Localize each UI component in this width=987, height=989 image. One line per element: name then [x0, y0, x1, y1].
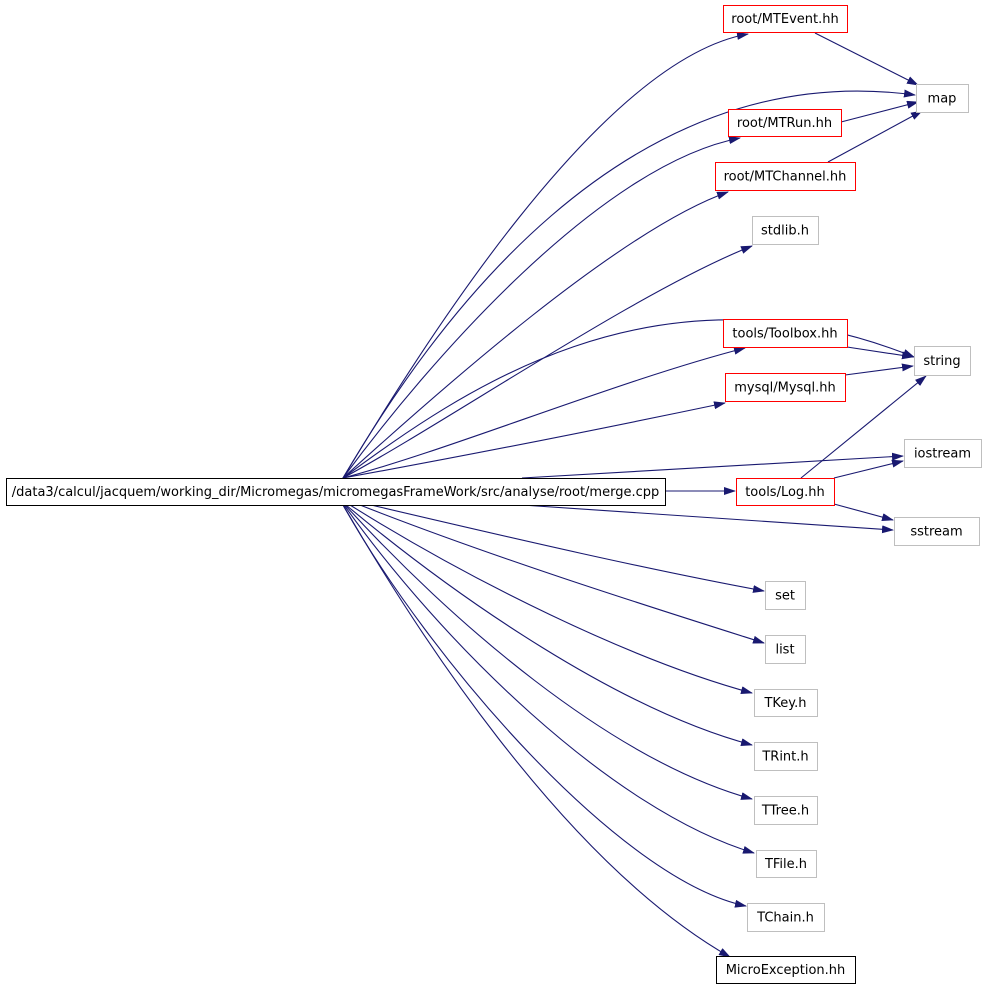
- edge-toolbox-to-string: [846, 346, 914, 360]
- node-microexception[interactable]: MicroException.hh: [716, 956, 856, 984]
- node-iostream[interactable]: iostream: [904, 439, 982, 468]
- node-box-list: [765, 635, 806, 664]
- node-box-log: [736, 478, 835, 506]
- node-label-string: string: [923, 354, 960, 369]
- node-box-tkey: [754, 689, 818, 717]
- node-label-tchain: TChain.h: [756, 911, 814, 926]
- edge-merge-to-mysql: [342, 401, 726, 479]
- node-label-ttree: TTree.h: [761, 804, 809, 819]
- edge-mtchannel-to-map: [827, 110, 923, 163]
- node-tfile[interactable]: TFile.h: [756, 850, 817, 878]
- node-box-mysql: [725, 373, 846, 402]
- node-label-mtrun: root/MTRun.hh: [737, 116, 832, 131]
- edge-merge-to-map: [342, 89, 916, 479]
- node-mtrun[interactable]: root/MTRun.hh: [728, 109, 842, 137]
- node-ttree[interactable]: TTree.h: [754, 796, 818, 825]
- edge-merge-to-ttree: [344, 504, 753, 800]
- node-box-microexception: [716, 956, 856, 984]
- edge-mysql-to-string: [844, 363, 914, 376]
- node-tchain[interactable]: TChain.h: [747, 903, 825, 932]
- edge-log-to-iostream: [833, 459, 904, 479]
- node-label-set: set: [775, 589, 795, 604]
- node-label-map: map: [928, 92, 957, 107]
- edge-log-to-sstream: [833, 503, 894, 521]
- node-tkey[interactable]: TKey.h: [754, 689, 818, 717]
- node-box-tfile: [756, 850, 817, 878]
- node-box-mtchannel: [715, 162, 856, 191]
- edge-merge-to-stdlib: [342, 245, 753, 479]
- node-box-ttree: [754, 796, 818, 825]
- node-label-trint: TRint.h: [761, 750, 808, 765]
- node-label-log: tools/Log.hh: [745, 485, 825, 500]
- node-box-trint: [754, 742, 818, 771]
- node-box-mtevent: [723, 5, 848, 33]
- node-mtchannel[interactable]: root/MTChannel.hh: [715, 162, 856, 191]
- edge-merge-to-sstream: [521, 504, 894, 534]
- node-log[interactable]: tools/Log.hh: [736, 478, 835, 506]
- node-label-tfile: TFile.h: [764, 857, 807, 872]
- node-label-iostream: iostream: [914, 447, 971, 462]
- edge-merge-to-tkey: [349, 504, 753, 694]
- root-file-box: [6, 478, 666, 506]
- node-mtevent[interactable]: root/MTEvent.hh: [723, 5, 848, 33]
- node-box-map: [916, 84, 969, 113]
- edge-merge-to-microexception: [342, 504, 731, 958]
- edge-mtrun-to-map: [840, 100, 919, 123]
- node-map[interactable]: map: [916, 84, 969, 113]
- node-box-toolbox: [723, 319, 848, 348]
- edge-merge-to-tfile: [343, 504, 755, 854]
- node-box-sstream: [894, 517, 980, 546]
- node-box-iostream: [904, 439, 982, 468]
- edge-merge-to-set: [370, 504, 765, 593]
- node-box-string: [914, 346, 971, 376]
- node-label-sstream: sstream: [910, 525, 962, 540]
- root-file-node[interactable]: /data3/calcul/jacquem/working_dir/Microm…: [6, 478, 666, 506]
- edge-log-to-string: [800, 375, 927, 479]
- edge-merge-to-iostream: [521, 452, 904, 479]
- node-mysql[interactable]: mysql/Mysql.hh: [725, 373, 846, 402]
- node-label-microexception: MicroException.hh: [726, 963, 846, 978]
- node-label-tkey: TKey.h: [763, 696, 806, 711]
- node-label-mysql: mysql/Mysql.hh: [734, 381, 836, 396]
- edge-merge-to-tchain: [342, 504, 747, 908]
- node-list[interactable]: list: [765, 635, 806, 664]
- node-box-set: [765, 581, 806, 610]
- edge-merge-to-toolbox: [342, 346, 746, 479]
- node-label-mtevent: root/MTEvent.hh: [731, 12, 838, 27]
- edge-merge-to-trint: [345, 504, 753, 747]
- edge-merge-to-mtrun: [342, 136, 741, 479]
- edge-merge-to-list: [359, 504, 765, 644]
- node-box-stdlib: [752, 216, 819, 245]
- node-box-tchain: [747, 903, 825, 932]
- node-string[interactable]: string: [914, 346, 971, 376]
- node-box-mtrun: [728, 109, 842, 137]
- edge-merge-to-mtchannel: [342, 191, 729, 479]
- node-set[interactable]: set: [765, 581, 806, 610]
- node-label-mtchannel: root/MTChannel.hh: [724, 170, 847, 185]
- node-trint[interactable]: TRint.h: [754, 742, 818, 771]
- node-label-stdlib: stdlib.h: [761, 224, 809, 239]
- edge-mtevent-to-map: [814, 32, 919, 86]
- node-label-toolbox: tools/Toolbox.hh: [732, 327, 837, 342]
- node-sstream[interactable]: sstream: [894, 517, 980, 546]
- node-label-list: list: [775, 643, 794, 658]
- root-file-label: /data3/calcul/jacquem/working_dir/Microm…: [12, 485, 659, 500]
- node-toolbox[interactable]: tools/Toolbox.hh: [723, 319, 848, 348]
- node-stdlib[interactable]: stdlib.h: [752, 216, 819, 245]
